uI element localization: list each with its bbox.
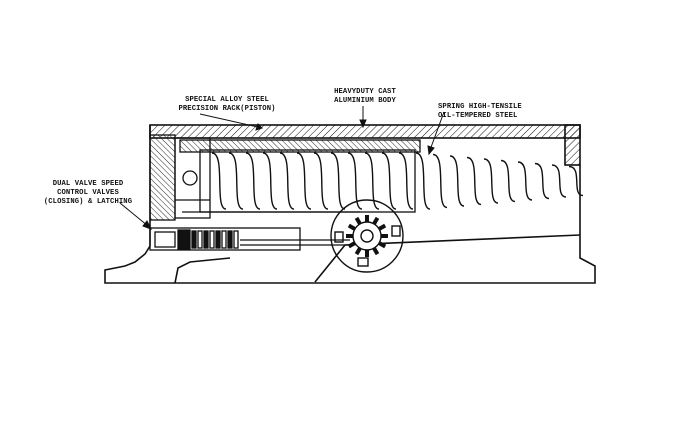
label-valves-line-2: CONTROL VALVES	[57, 189, 119, 197]
spring-coil	[568, 165, 584, 197]
label-rack-line-1: SPECIAL ALLOY STEEL	[185, 96, 269, 104]
leader-lines	[119, 106, 445, 230]
label-rack-line-2: PRECISION RACK(PISTON)	[178, 105, 276, 113]
spring-coil	[398, 152, 414, 210]
spring-coil	[347, 152, 363, 210]
label-body-line-2: ALUMINIUM BODY	[334, 97, 396, 105]
spring-coil	[500, 159, 516, 203]
rod-tooth	[221, 230, 227, 249]
gear-tooth	[372, 216, 380, 225]
label-valves-line-1: DUAL VALVE SPEED	[52, 180, 124, 188]
spring-coil	[432, 153, 448, 209]
gear-tooth	[378, 223, 387, 231]
rod-tooth	[191, 230, 197, 249]
spring-coil	[330, 152, 346, 210]
spring-coil	[483, 158, 499, 204]
spring-coil	[364, 152, 380, 210]
label-valves: DUAL VALVE SPEED CONTROL VALVES (CLOSING…	[38, 180, 138, 207]
spring-coil	[279, 152, 295, 210]
gear-tooth	[347, 223, 356, 231]
spring-coil	[449, 155, 465, 207]
spring-coil	[228, 152, 244, 210]
end-cap	[149, 134, 211, 221]
label-body-line-1: HEAVYDUTY CAST	[334, 88, 396, 96]
rod-tooth	[227, 230, 233, 249]
valve-rod	[149, 227, 350, 251]
label-valves-line-3: (CLOSING) & LATCHING	[43, 198, 133, 206]
rod-tooth	[197, 230, 203, 249]
spring-coil	[551, 164, 567, 198]
spring-coil	[466, 156, 482, 206]
rod-tooth	[203, 230, 209, 249]
spring-coil	[517, 161, 533, 201]
gear-tooth	[378, 241, 387, 249]
gear-tooth	[354, 216, 362, 225]
spring-coil	[211, 152, 227, 210]
gear-tooth	[372, 247, 380, 256]
spring-coil	[313, 152, 329, 210]
gear-tooth	[347, 241, 356, 249]
rod-tooth	[209, 230, 215, 249]
label-spring-line-1: SPRING HIGH-TENSILE	[438, 103, 522, 111]
pinion-gear	[330, 199, 404, 273]
rod-tooth	[215, 230, 221, 249]
spring-coil	[262, 152, 278, 210]
spring-coil	[415, 152, 431, 210]
spring-coil	[381, 152, 397, 210]
spring-coil	[296, 152, 312, 210]
gear-tooth	[354, 247, 362, 256]
spring-coil	[245, 152, 261, 210]
label-spring-line-2: OIL-TEMPERED STEEL	[438, 112, 518, 120]
label-spring: SPRING HIGH-TENSILE OIL-TEMPERED STEEL	[438, 103, 522, 121]
spring	[211, 152, 584, 210]
label-rack: SPECIAL ALLOY STEEL PRECISION RACK(PISTO…	[172, 96, 282, 114]
rod-tooth	[233, 230, 239, 249]
spring-coil	[534, 162, 550, 200]
label-body: HEAVYDUTY CAST ALUMINIUM BODY	[330, 88, 400, 106]
precision-rack-piston	[179, 139, 421, 213]
